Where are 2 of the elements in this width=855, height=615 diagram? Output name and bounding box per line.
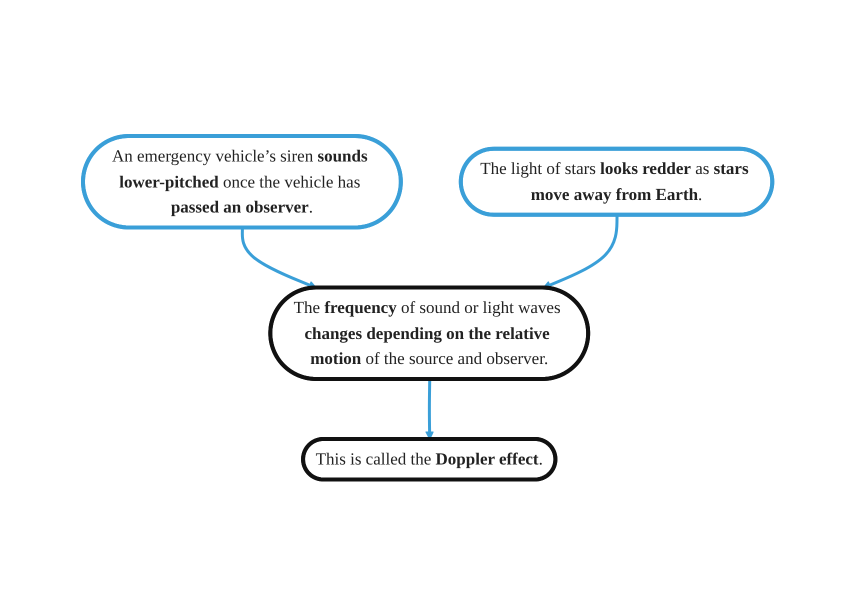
- arrow: [240, 228, 317, 289]
- arrow: [542, 214, 618, 289]
